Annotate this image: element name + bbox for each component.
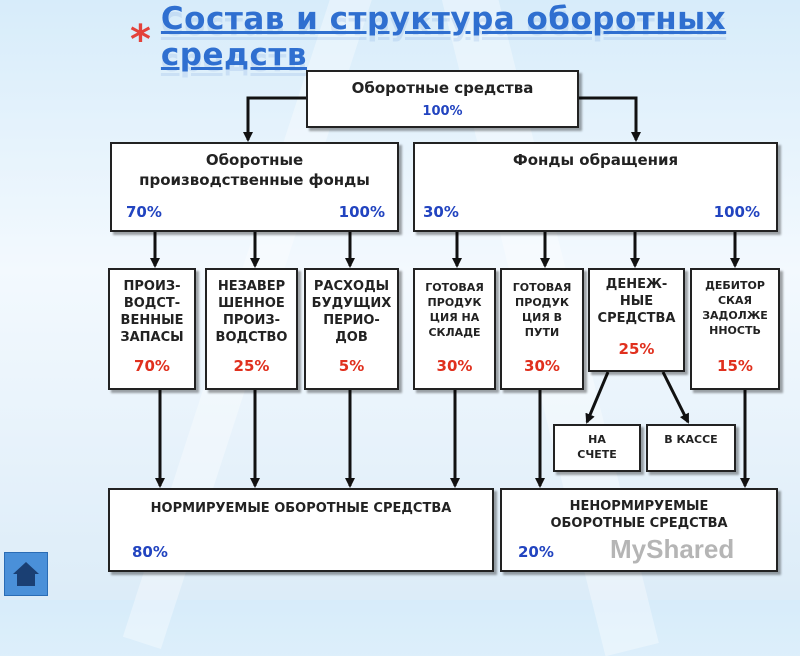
node-goods-warehouse-percent: 30% xyxy=(436,357,473,375)
node-in-cashbox: В КАССЕ xyxy=(646,424,736,472)
node-non-normalized-label-1: НЕНОРМИРУЕМЫЕ xyxy=(569,499,709,514)
label-line: НЫЕ xyxy=(619,294,654,309)
node-circulation-funds-share: 30% xyxy=(423,203,459,221)
title-marker: * xyxy=(130,17,151,63)
node-non-normalized-percent: 20% xyxy=(518,543,554,561)
label-line: СКАЯ xyxy=(717,294,753,307)
label-line: ПРОИЗ- xyxy=(123,279,181,294)
label-line: ЗАПАСЫ xyxy=(120,330,184,345)
node-production-funds: Оборотные производственные фонды 70% 100… xyxy=(110,142,399,232)
node-normalized-label: НОРМИРУЕМЫЕ ОБОРОТНЫЕ СРЕДСТВА xyxy=(150,501,452,516)
label-line: НА xyxy=(588,433,606,446)
arrow-cash-on-account xyxy=(585,371,610,424)
slide-title: Состав и структура оборотных средств xyxy=(160,1,727,73)
node-non-normalized-label-2: ОБОРОТНЫЕ СРЕДСТВА xyxy=(550,516,728,531)
node-production-funds-label-1: Оборотные xyxy=(205,151,304,169)
label-line: ДОВ xyxy=(335,330,368,345)
label-line: ПРОДУК xyxy=(427,296,482,309)
node-receivables: ДЕБИТОР СКАЯ ЗАДОЛЖЕ ННОСТЬ 15% xyxy=(690,268,780,390)
node-root-label: Оборотные средства xyxy=(351,79,534,97)
node-production-funds-label-2: производственные фонды xyxy=(139,171,370,189)
node-receivables-label: ДЕБИТОР СКАЯ ЗАДОЛЖЕ ННОСТЬ xyxy=(692,278,778,338)
node-cash-label: ДЕНЕЖ- НЫЕ СРЕДСТВА xyxy=(590,276,683,327)
node-cash-percent: 25% xyxy=(618,340,655,358)
node-normalized-percent: 80% xyxy=(132,543,168,561)
node-wip-label: НЕЗАВЕР ШЕННОЕ ПРОИЗ- ВОДСТВО xyxy=(207,278,296,346)
label-line: ВЕННЫЕ xyxy=(120,313,184,328)
node-deferred-percent: 5% xyxy=(338,357,365,375)
node-production-funds-share: 70% xyxy=(126,203,162,221)
node-circulation-funds-label: Фонды обращения xyxy=(512,151,679,169)
node-goods-warehouse: ГОТОВАЯ ПРОДУК ЦИЯ НА СКЛАДЕ 30% xyxy=(413,268,496,390)
node-inventories: ПРОИЗ- ВОДСТ- ВЕННЫЕ ЗАПАСЫ 70% xyxy=(108,268,196,390)
node-root: Оборотные средства 100% xyxy=(306,70,579,128)
watermark-logo: MyShared xyxy=(610,534,735,564)
node-production-funds-percent: 100% xyxy=(338,203,385,221)
label-line: ЗАДОЛЖЕ xyxy=(702,309,768,322)
node-receivables-percent: 15% xyxy=(717,357,753,375)
label-line: ПРОДУК xyxy=(515,296,569,309)
node-goods-transit: ГОТОВАЯ ПРОДУК ЦИЯ В ПУТИ 30% xyxy=(500,268,584,390)
label-line: ДЕНЕЖ- xyxy=(605,277,668,292)
node-on-account-label: НА СЧЕТЕ xyxy=(555,432,639,462)
slide-title-row: * Состав и структура оборотных средств xyxy=(130,1,800,73)
label-line: СРЕДСТВА xyxy=(597,311,676,326)
label-line: ГОТОВАЯ xyxy=(425,281,484,294)
arrow-cash-in-cashbox xyxy=(661,371,690,424)
label-line: ННОСТЬ xyxy=(709,324,761,337)
label-line: ЦИЯ НА xyxy=(429,311,480,324)
node-circulation-funds: Фонды обращения 30% 100% xyxy=(413,142,778,232)
label-line: СЧЕТЕ xyxy=(577,448,617,461)
home-nav-button[interactable] xyxy=(4,552,48,596)
node-goods-warehouse-label: ГОТОВАЯ ПРОДУК ЦИЯ НА СКЛАДЕ xyxy=(415,280,494,340)
node-on-account: НА СЧЕТЕ xyxy=(553,424,641,472)
label-line: ДЕБИТОР xyxy=(705,279,765,292)
label-line: ПЕРИО- xyxy=(323,313,380,328)
home-icon xyxy=(13,562,39,586)
label-line: ЦИЯ В xyxy=(521,311,563,324)
node-root-percent: 100% xyxy=(422,104,463,119)
node-inventories-label: ПРОИЗ- ВОДСТ- ВЕННЫЕ ЗАПАСЫ xyxy=(110,278,194,346)
node-cash: ДЕНЕЖ- НЫЕ СРЕДСТВА 25% xyxy=(588,268,685,372)
node-inventories-percent: 70% xyxy=(134,357,170,375)
label-line: ВОДСТ- xyxy=(123,296,181,311)
label-line: ВОДСТВО xyxy=(215,330,288,345)
node-deferred: РАСХОДЫ БУДУЩИХ ПЕРИО- ДОВ 5% xyxy=(304,268,399,390)
node-goods-transit-label: ГОТОВАЯ ПРОДУК ЦИЯ В ПУТИ xyxy=(502,280,582,340)
label-line: НЕЗАВЕР xyxy=(217,279,286,294)
arrow-root-circulation xyxy=(579,96,641,142)
label-line: СКЛАДЕ xyxy=(428,326,481,339)
node-in-cashbox-label: В КАССЕ xyxy=(664,433,718,446)
node-deferred-label: РАСХОДЫ БУДУЩИХ ПЕРИО- ДОВ xyxy=(306,278,397,346)
label-line: ШЕННОЕ xyxy=(218,296,285,311)
connector-lines xyxy=(150,96,750,488)
label-line: ПУТИ xyxy=(524,326,560,339)
label-line: ГОТОВАЯ xyxy=(512,281,572,294)
node-goods-transit-percent: 30% xyxy=(524,357,560,375)
node-normalized: НОРМИРУЕМЫЕ ОБОРОТНЫЕ СРЕДСТВА 80% xyxy=(108,488,494,572)
label-line: РАСХОДЫ xyxy=(313,279,390,294)
arrow-root-production xyxy=(243,96,306,142)
node-circulation-funds-percent: 100% xyxy=(713,203,760,221)
label-line: БУДУЩИХ xyxy=(311,296,392,311)
node-non-normalized: НЕНОРМИРУЕМЫЕ ОБОРОТНЫЕ СРЕДСТВА 20% xyxy=(500,488,778,572)
label-line: ПРОИЗ- xyxy=(223,313,280,328)
node-wip-percent: 25% xyxy=(233,357,270,375)
node-wip: НЕЗАВЕР ШЕННОЕ ПРОИЗ- ВОДСТВО 25% xyxy=(205,268,298,390)
